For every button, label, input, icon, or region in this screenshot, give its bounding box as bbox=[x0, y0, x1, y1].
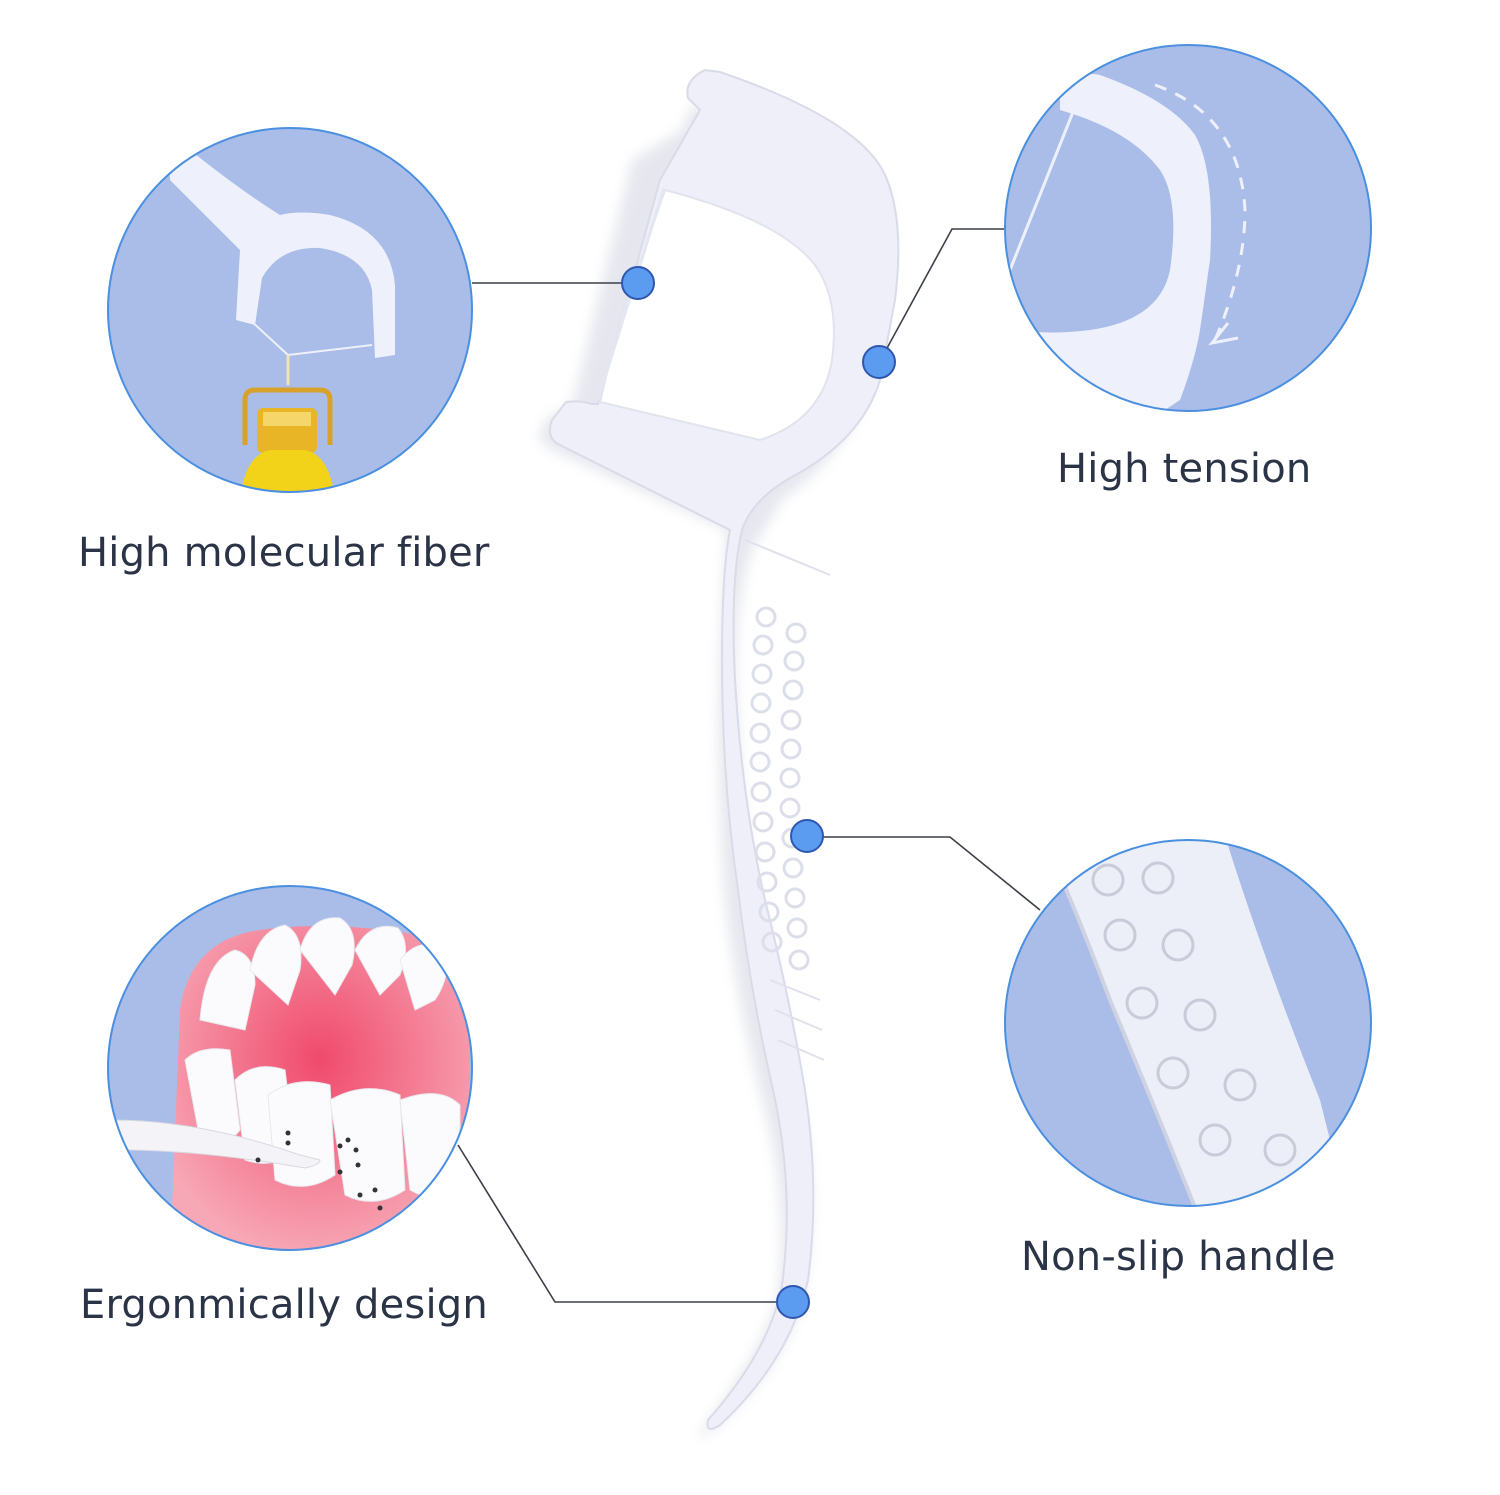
feature-label-tension: High tension bbox=[1057, 446, 1312, 492]
callout-dot-tension[interactable] bbox=[862, 345, 896, 379]
flosser-product-image bbox=[539, 68, 900, 1438]
callout-dot-ergonomic[interactable] bbox=[776, 1285, 810, 1319]
leader-lines bbox=[457, 228, 1041, 1303]
feature-label-ergonomic: Ergonmically design bbox=[80, 1282, 488, 1328]
feature-label-nonslip: Non-slip handle bbox=[1021, 1234, 1336, 1280]
fiber-detail-circle bbox=[107, 127, 473, 493]
ergonomic-detail-circle bbox=[107, 885, 473, 1251]
callout-dot-nonslip[interactable] bbox=[790, 819, 824, 853]
feature-label-fiber: High molecular fiber bbox=[78, 530, 490, 576]
tension-detail-circle bbox=[1004, 44, 1372, 412]
callout-dot-fiber[interactable] bbox=[621, 266, 655, 300]
nonslip-detail-circle bbox=[1004, 839, 1372, 1207]
